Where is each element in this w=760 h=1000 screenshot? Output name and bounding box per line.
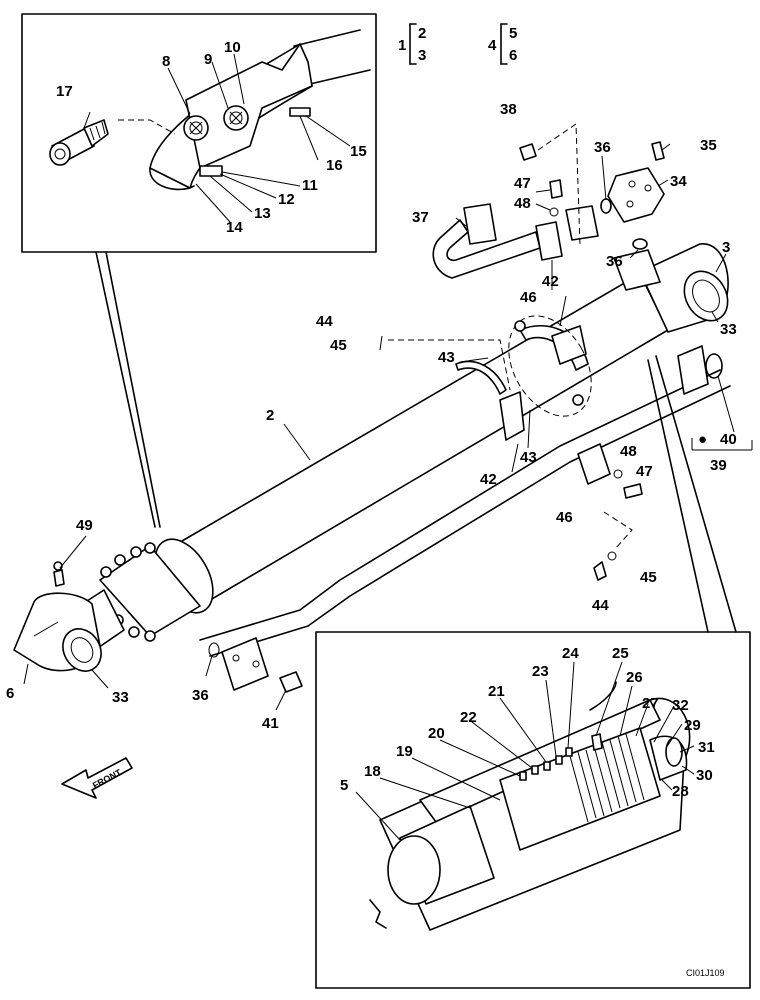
label-6: 6 [6,685,14,702]
label-8: 8 [162,53,170,70]
label-17: 17 [56,83,73,100]
label-26: 26 [626,669,643,686]
label-12: 12 [278,191,295,208]
label-36-mid: 36 [606,253,623,270]
legend-child-3: 3 [418,47,426,64]
legend-child-6: 6 [509,47,517,64]
label-41: 41 [262,715,279,732]
label-32: 32 [672,697,689,714]
label-42-bottom: 42 [480,471,497,488]
label-5: 5 [340,777,348,794]
label-2: 2 [266,407,274,424]
label-38: 38 [500,101,517,118]
label-14: 14 [226,219,243,236]
thread-lines [569,733,645,823]
label-22: 22 [460,709,477,726]
label-35: 35 [700,137,717,154]
label-15: 15 [350,143,367,160]
legend-parent-1: 1 [398,37,406,54]
label-20: 20 [428,725,445,742]
label-48-top: 48 [514,195,531,212]
label-49: 49 [76,517,93,534]
cylinder-body [13,243,753,711]
label-10: 10 [224,39,241,56]
legend [409,23,508,65]
label-16: 16 [326,157,343,174]
label-33-left: 33 [112,689,129,706]
label-13: 13 [254,205,271,222]
label-43-left: 43 [438,349,455,366]
label-25: 25 [612,645,629,662]
label-44-bottom: 44 [592,597,609,614]
label-48-bottom: 48 [620,443,637,460]
label-43-right: 43 [520,449,537,466]
label-27: 27 [642,695,659,712]
label-21: 21 [488,683,505,700]
label-39: 39 [710,457,727,474]
label-23: 23 [532,663,549,680]
pipe-clamp-assembly [432,123,671,291]
label-46-top: 46 [520,289,537,306]
label-46-bottom: 46 [556,509,573,526]
label-19: 19 [396,743,413,760]
label-29: 29 [684,717,701,734]
label-36-top: 36 [594,139,611,156]
label-18: 18 [364,763,381,780]
front-arrow-icon: FRONT [61,757,133,799]
label-47-bottom: 47 [636,463,653,480]
label-47-top: 47 [514,175,531,192]
label-36-bottom: 36 [192,687,209,704]
label-44-top: 44 [316,313,333,330]
label-3: 3 [722,239,730,256]
figure-code: CI01J109 [686,968,725,978]
label-30: 30 [696,767,713,784]
label-45-top: 45 [330,337,347,354]
label-11: 11 [302,177,318,194]
label-45-bottom: 45 [640,569,657,586]
label-34: 34 [670,173,687,190]
label-31: 31 [698,739,715,756]
rod-end-detail-inset [21,13,377,528]
label-28: 28 [672,783,689,800]
legend-child-5: 5 [509,25,517,42]
label-40-bullet: ● [698,431,707,448]
label-37: 37 [412,209,429,226]
legend-child-2: 2 [418,25,426,42]
label-40: 40 [720,431,737,448]
legend-parent-4: 4 [488,37,497,54]
label-24: 24 [562,645,579,662]
piston-section-inset [315,631,751,989]
label-42-top: 42 [542,273,559,290]
label-33-right: 33 [720,321,737,338]
label-9: 9 [204,51,212,68]
part-labels: 1 2 3 4 5 6 8 9 10 17 15 16 11 12 13 14 … [6,25,737,978]
bolt-17-icon [49,119,109,166]
